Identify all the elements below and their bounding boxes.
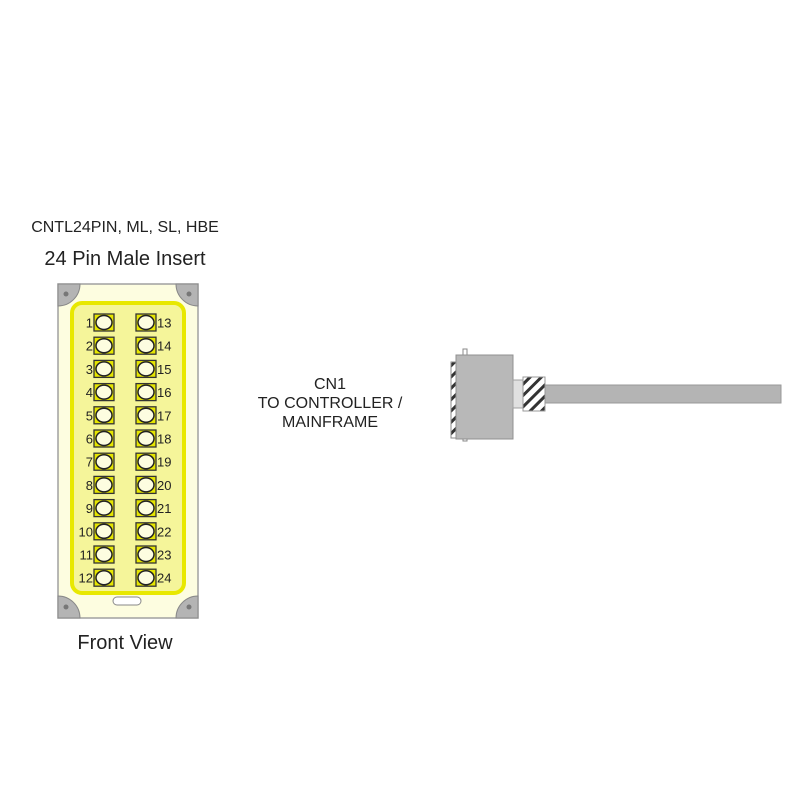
insert-body [57, 283, 199, 619]
svg-text:21: 21 [157, 501, 171, 516]
svg-text:16: 16 [157, 385, 171, 400]
connector-label: CN1 TO CONTROLLER / MAINFRAME [240, 375, 420, 432]
svg-text:8: 8 [86, 478, 93, 493]
pin-24: 24 [135, 568, 171, 587]
svg-text:3: 3 [86, 362, 93, 377]
svg-text:20: 20 [157, 478, 171, 493]
insert-title: 24 Pin Male Insert [44, 248, 206, 270]
pin-21: 21 [135, 498, 171, 518]
pin-10: 10 [79, 522, 115, 541]
pin-16: 16 [135, 382, 171, 402]
pin-6: 6 [86, 429, 115, 448]
pin-18: 18 [135, 429, 171, 448]
pin-22: 22 [135, 522, 171, 541]
svg-text:24: 24 [157, 571, 171, 586]
pin-3: 3 [86, 359, 115, 379]
corner-bottom-left [57, 595, 81, 619]
svg-text:2: 2 [86, 339, 93, 354]
pin-5: 5 [86, 406, 115, 425]
connector-destination: TO CONTROLLER / [257, 395, 403, 412]
connector-destination-2: MAINFRAME [282, 414, 378, 431]
part-numbers-label: CNTL24PIN, ML, SL, HBE [31, 219, 219, 236]
svg-text:4: 4 [86, 385, 93, 400]
svg-text:7: 7 [86, 455, 93, 470]
cable-connector [450, 348, 782, 442]
pin-9: 9 [86, 498, 115, 518]
connector-id: CN1 [313, 376, 346, 393]
corner-top-left [57, 283, 81, 307]
pin-7: 7 [86, 452, 115, 471]
svg-text:13: 13 [157, 316, 171, 331]
front-view-label: Front View [77, 632, 173, 654]
pin-14: 14 [135, 336, 171, 355]
svg-text:15: 15 [157, 362, 171, 377]
svg-text:1: 1 [86, 316, 93, 331]
svg-text:19: 19 [157, 455, 171, 470]
svg-text:22: 22 [157, 524, 171, 539]
svg-text:17: 17 [157, 408, 171, 423]
svg-text:10: 10 [79, 524, 93, 539]
pin-17: 17 [135, 406, 171, 425]
svg-text:12: 12 [79, 571, 93, 586]
svg-text:5: 5 [86, 408, 93, 423]
svg-text:11: 11 [80, 548, 94, 563]
pin-11: 11 [80, 545, 115, 564]
pin-1: 1 [86, 313, 115, 332]
pin-15: 15 [135, 359, 171, 379]
pin-8: 8 [86, 475, 115, 495]
pin-4: 4 [86, 382, 115, 402]
pin-2: 2 [86, 336, 115, 355]
pin-12: 12 [79, 568, 115, 587]
svg-text:23: 23 [157, 548, 171, 563]
cable [544, 384, 782, 404]
svg-text:18: 18 [157, 432, 171, 447]
svg-text:9: 9 [86, 501, 93, 516]
pin-20: 20 [135, 475, 171, 495]
svg-text:6: 6 [86, 432, 93, 447]
pin-23: 23 [135, 545, 171, 564]
pin-19: 19 [135, 452, 171, 471]
svg-text:14: 14 [157, 339, 171, 354]
pin-13: 13 [135, 313, 171, 332]
pin-grid: 1 13 2 14 3 15 4 16 5 17 6 18 7 19 8 20 9 21 10 22 11 23 12 24 [79, 313, 171, 587]
